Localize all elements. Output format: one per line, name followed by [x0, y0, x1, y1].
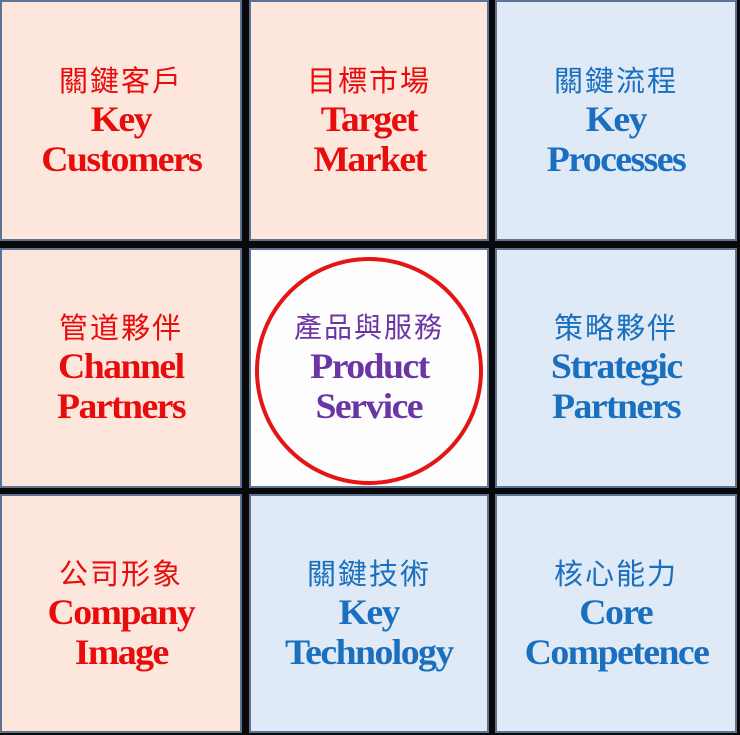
cell-strategic-partners: 策略夥伴 Strategic Partners — [495, 248, 737, 488]
label-en-line2: Market — [312, 138, 427, 179]
label-zh: 目標市場 — [306, 63, 431, 98]
cell-key-customers: 關鍵客戶 Key Customers — [0, 0, 242, 241]
cell-channel-partners: 管道夥伴 Channel Partners — [0, 248, 242, 488]
cell-core-competence: 核心能力 Core Competence — [495, 494, 737, 733]
label-en-line2: Partners — [551, 386, 682, 426]
label-en-line1: Channel — [58, 346, 185, 386]
label-en-line2: Customers — [40, 138, 203, 179]
label-en-line1: Key — [585, 98, 648, 139]
center-label-group: 產品與服務 Product Service — [294, 310, 444, 426]
cell-key-technology: 關鍵技術 Key Technology — [249, 494, 489, 733]
label-zh: 產品與服務 — [293, 311, 444, 344]
label-zh: 核心能力 — [553, 556, 678, 591]
label-en-line2: Processes — [546, 138, 687, 179]
cell-company-image: 公司形象 Company Image — [0, 494, 242, 733]
highlight-circle — [255, 257, 483, 485]
cell-target-market: 目標市場 Target Market — [249, 0, 489, 241]
cell-key-processes: 關鍵流程 Key Processes — [495, 0, 737, 241]
label-en-line2: Image — [74, 631, 169, 672]
label-zh: 關鍵客戶 — [58, 63, 183, 98]
label-en-line1: Key — [338, 591, 401, 632]
label-en-line1: Core — [579, 591, 654, 632]
label-zh: 策略夥伴 — [553, 311, 678, 345]
label-en-line1: Strategic — [550, 346, 683, 386]
label-zh: 關鍵技術 — [306, 556, 431, 591]
label-zh: 管道夥伴 — [58, 311, 183, 345]
label-zh: 關鍵流程 — [553, 63, 678, 98]
label-en-line1: Key — [90, 98, 153, 139]
label-en-line2: Partners — [56, 386, 187, 426]
label-en-line1: Company — [47, 591, 196, 632]
label-en-line2: Service — [315, 386, 424, 426]
label-en-line2: Competence — [524, 631, 709, 672]
cell-product-service: 產品與服務 Product Service — [249, 248, 489, 488]
label-zh: 公司形象 — [58, 556, 183, 591]
label-en-line2: Technology — [285, 631, 454, 672]
label-en-line1: Target — [320, 98, 419, 139]
label-en-line1: Product — [309, 346, 430, 386]
